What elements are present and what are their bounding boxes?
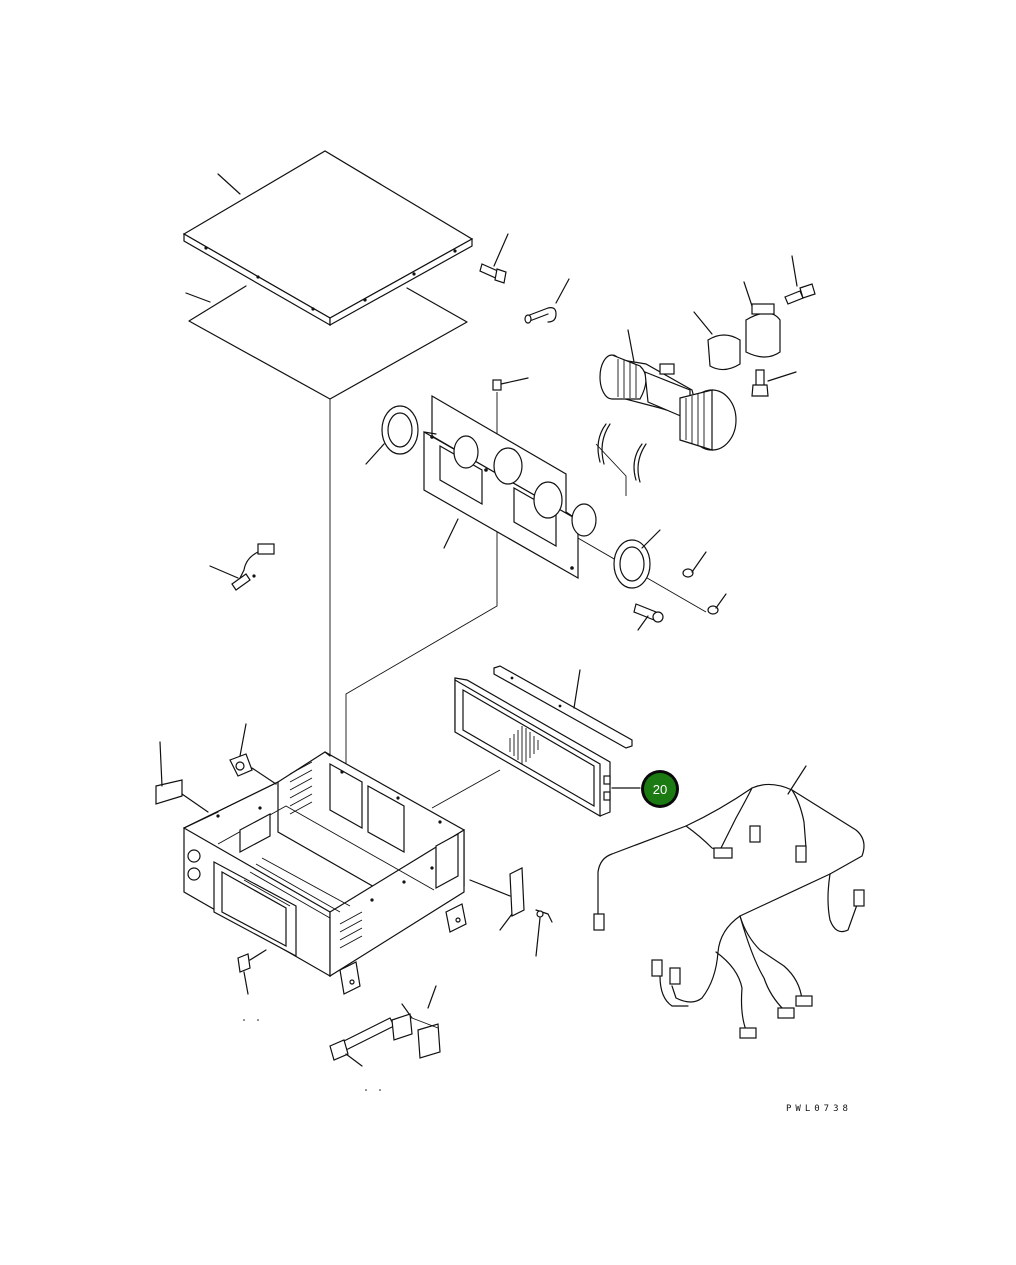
air-filter [454, 677, 641, 818]
motor-mount-brackets [693, 255, 816, 397]
callout-number: 20 [653, 782, 667, 797]
cover-bolt [479, 233, 509, 284]
side-bracket [469, 867, 553, 957]
housing-clip [492, 377, 529, 391]
callout-badge-fill [644, 773, 676, 805]
case-relay [229, 723, 277, 785]
filter-retainer-strip [493, 665, 633, 749]
blower-motor [599, 329, 737, 451]
right-seal-ring [613, 529, 661, 589]
housing-screws [633, 551, 727, 631]
stray-marks [243, 1019, 381, 1091]
label-sticker [155, 741, 209, 813]
drawing-code: PWL0738 [786, 1104, 852, 1114]
top-cover-plate [182, 150, 474, 327]
fan-housing [423, 394, 597, 580]
wire-harness [593, 765, 865, 1039]
pin-clip [524, 278, 570, 324]
resistor-harness [209, 543, 275, 591]
bottom-bolt-and-relays [329, 985, 441, 1067]
left-seal-ring [365, 405, 419, 465]
callout-badge[interactable]: 20 [641, 770, 679, 808]
bottom-clip [237, 949, 267, 995]
main-case [183, 751, 467, 995]
spring-clips [595, 423, 647, 496]
